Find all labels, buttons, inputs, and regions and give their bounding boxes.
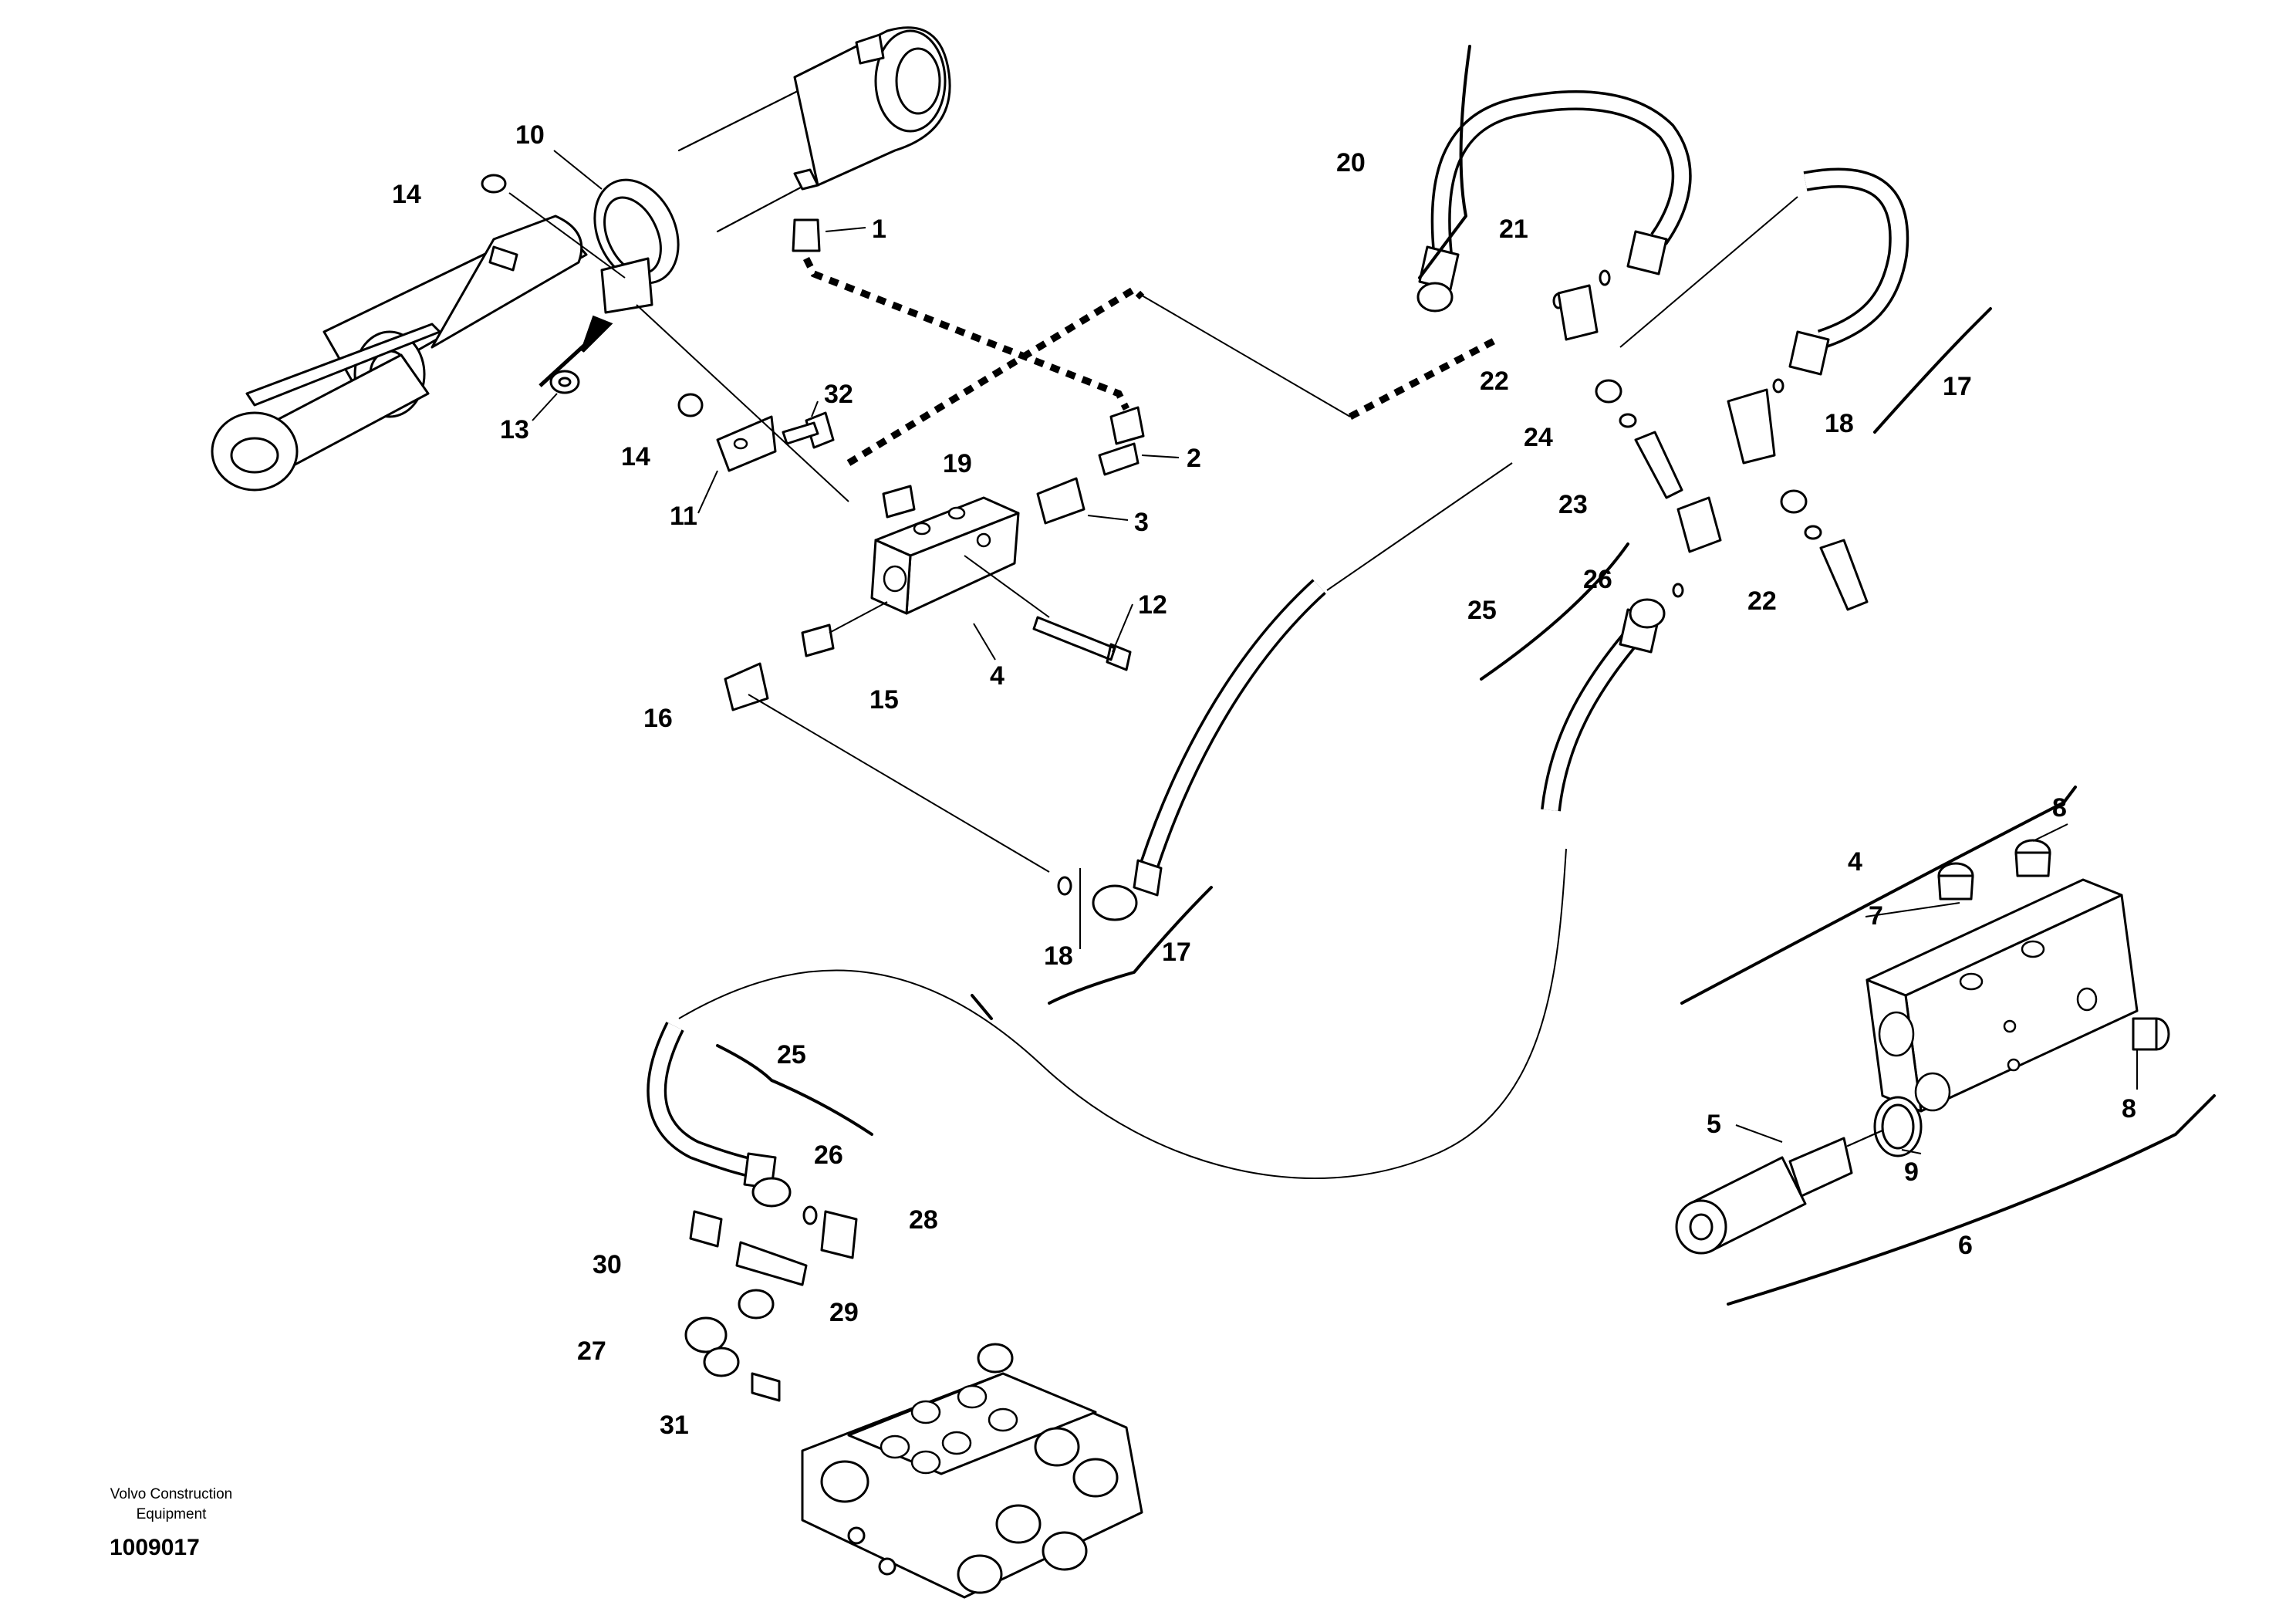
callout-label: 22 [1480,367,1509,396]
hose-assembly [1416,90,1692,313]
direction-arrow [539,315,613,387]
callout-label: 14 [621,442,650,471]
drawing-number: 1009017 [110,1535,200,1560]
control-valve [801,1343,1143,1599]
connection-line [508,192,1798,873]
pipe-line [1348,336,1499,420]
bracket-plate [677,393,777,472]
callout-label: 2 [1187,444,1201,473]
callout-label: 25 [1467,596,1497,625]
callout-label: 22 [1747,586,1777,616]
callout-label: 26 [1583,565,1612,594]
callout-label: 29 [829,1298,859,1327]
callout-label: 4 [990,661,1004,691]
hose-assembly [647,1022,818,1225]
callout-label: 8 [2122,1094,2136,1124]
callout-label: 18 [1044,941,1073,971]
hydraulic-cylinder [211,26,951,492]
connection-line [678,848,1567,1179]
callout-label: 16 [643,704,673,733]
pipe-line [802,256,1130,411]
valve-block [870,496,1020,615]
nut-part [481,174,580,394]
callout-label: 28 [909,1205,938,1235]
fitting-part [724,218,1145,711]
callout-label: 3 [1134,508,1149,537]
callout-label: 20 [1336,148,1366,177]
callout-label: 23 [1558,490,1588,519]
callout-label: 4 [1848,847,1862,877]
callout-labels: 1 2 3 4 4 5 6 7 8 8 9 10 11 12 13 14 14 … [392,120,2136,1440]
fitting-part [1557,284,1722,598]
callout-label: 19 [943,449,972,478]
hose-assembly [1727,167,1909,611]
callout-label: 15 [869,685,899,715]
callout-label: 6 [1958,1231,1973,1260]
callout-label: 31 [660,1411,689,1440]
title-block: Volvo Construction Equipment 1009017 [110,1486,232,1560]
callout-label: 14 [392,180,421,209]
pipe-line [846,285,1145,466]
callout-label: 21 [1499,215,1528,244]
callout-label: 8 [2052,793,2067,823]
callout-label: 30 [593,1250,622,1279]
fitting-part [684,1210,858,1402]
callout-label: 17 [1943,372,1972,401]
group-bracket [716,45,2216,1306]
company-name: Equipment [137,1506,208,1522]
callout-label: 10 [515,120,545,150]
callout-label: 27 [577,1336,606,1366]
callout-label: 1 [872,215,886,244]
callout-label: 13 [500,415,529,444]
hose-assembly [1541,598,1666,812]
clamp-part [593,178,680,314]
company-name: Volvo Construction [110,1486,232,1502]
callout-label: 32 [824,380,853,409]
plug-part [1937,839,2170,1051]
quick-coupling [1675,1096,1923,1255]
callout-label: 26 [814,1140,843,1170]
callout-label: 25 [777,1040,806,1070]
callout-label: 18 [1825,409,1854,438]
callout-label: 11 [670,502,697,531]
callout-label: 9 [1904,1157,1919,1187]
bolt-part [782,411,835,449]
callout-leaders [532,150,2138,1154]
callout-label: 5 [1707,1110,1721,1139]
callout-label: 17 [1162,938,1191,967]
valve-block [1866,878,2139,1113]
hose-assembly [1057,579,1326,921]
callout-label: 12 [1138,590,1167,620]
callout-label: 24 [1524,423,1553,452]
